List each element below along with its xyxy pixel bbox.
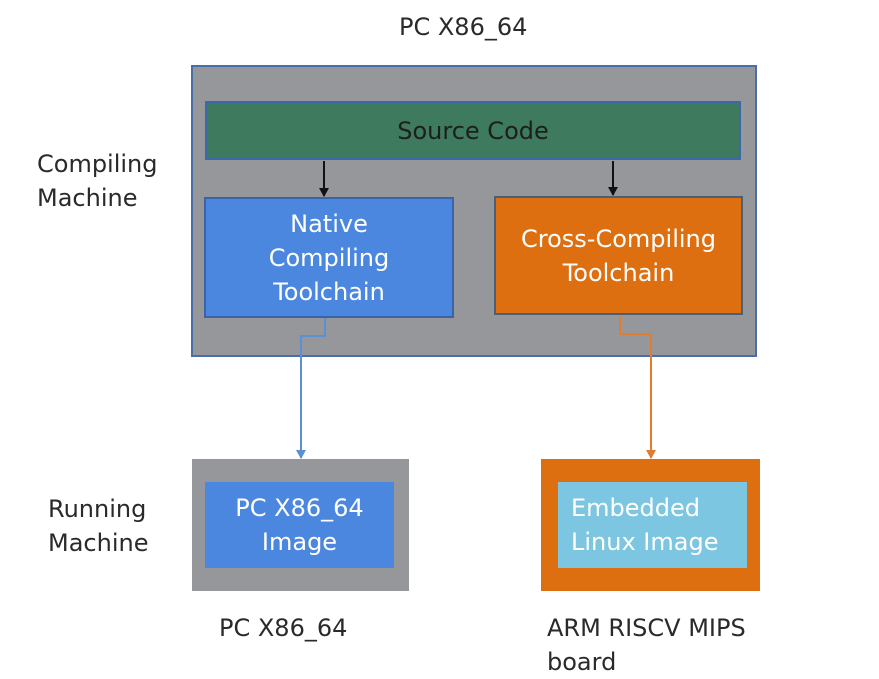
compiling-machine-title: PC X86_64 bbox=[399, 13, 528, 41]
cross-toolchain-box: Cross-Compiling Toolchain bbox=[494, 196, 743, 315]
compiling-machine-label: Compiling Machine bbox=[37, 150, 158, 212]
source-code-label: Source Code bbox=[397, 116, 549, 145]
native-to-pc-image-arrowhead bbox=[296, 450, 306, 459]
pc-image-label: PC X86_64 Image bbox=[235, 494, 364, 556]
native-toolchain-label: Native Compiling Toolchain bbox=[268, 209, 390, 306]
cross-to-embedded-image-arrowhead bbox=[646, 450, 656, 459]
embedded-image-box: Embedded Linux Image bbox=[558, 482, 747, 568]
pc-image-box: PC X86_64 Image bbox=[205, 482, 394, 568]
running-machine-label: Running Machine bbox=[48, 495, 149, 557]
cross-toolchain-label: Cross-Compiling Toolchain bbox=[521, 224, 716, 287]
pc-target-label: PC X86_64 bbox=[219, 614, 348, 642]
source-code-box: Source Code bbox=[205, 101, 741, 160]
embedded-image-label: Embedded Linux Image bbox=[571, 494, 719, 556]
native-toolchain-box: Native Compiling Toolchain bbox=[204, 197, 454, 318]
